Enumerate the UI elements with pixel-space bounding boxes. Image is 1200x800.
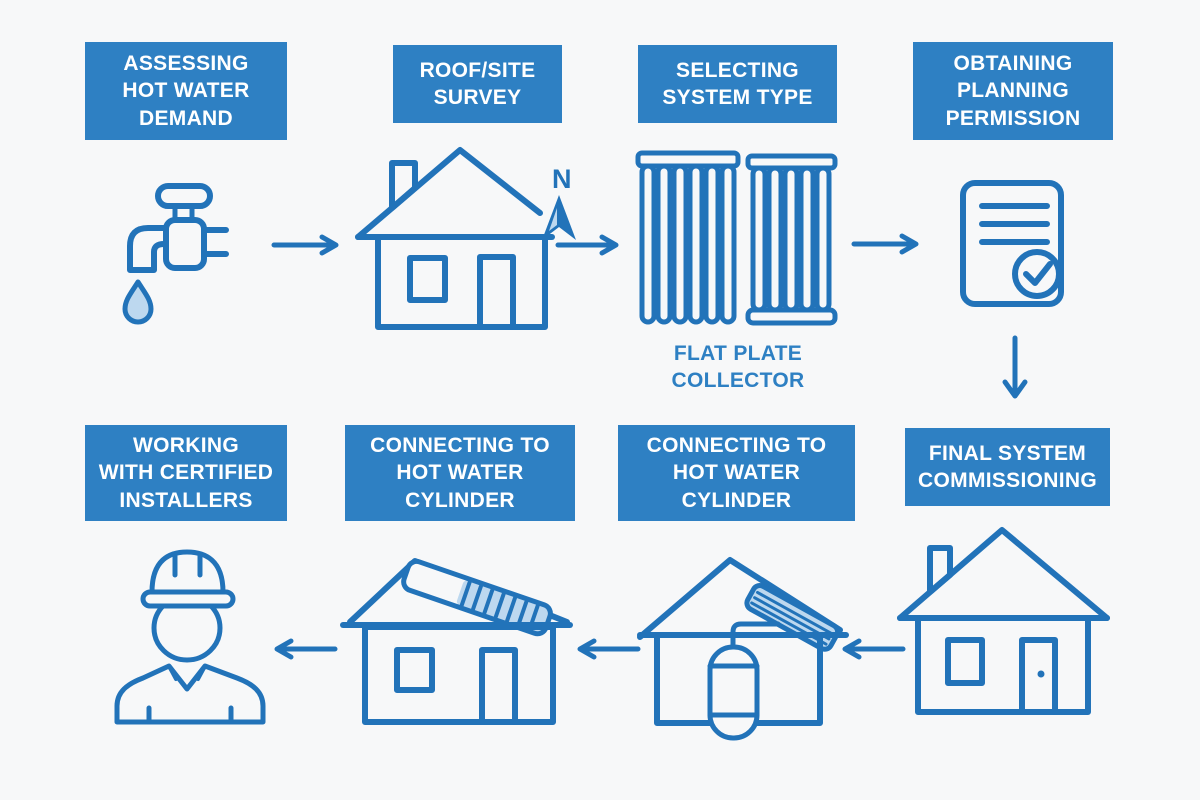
window [394,647,435,693]
torso [114,663,266,725]
planning-document-icon [960,180,1066,308]
roof-solar-panel [401,558,553,637]
hard-hat [149,549,226,595]
house-cylinder-icon [618,545,883,741]
checkmark-circle-icon [1012,249,1062,299]
door-knob [1037,670,1045,678]
water-drop-icon [122,279,154,325]
flow-arrow-right-3 [851,233,922,255]
hot-water-cylinder [707,644,760,741]
step-box-working-with-certified-installers: WORKING WITH CERTIFIED INSTALLERS [85,425,287,521]
flow-arrow-left-2 [576,638,642,660]
step-box-assessing-hot-water-demand: ASSESSING HOT WATER DEMAND [85,42,287,140]
step-box-connecting-to-hot-water-cylinder-1: CONNECTING TO HOT WATER CYLINDER [345,425,575,521]
faucet-icon [118,183,230,326]
flow-arrow-right-1 [271,234,342,256]
house-icon [895,525,1125,720]
step-box-selecting-system-type: SELECTING SYSTEM TYPE [638,45,837,123]
step-box-connecting-to-hot-water-cylinder-2: CONNECTING TO HOT WATER CYLINDER [618,425,855,521]
step-box-roof-site-survey: ROOF/SITE SURVEY [393,45,562,123]
certified-installer-icon [113,548,267,726]
flow-arrow-right-2 [555,234,626,256]
window [407,255,448,303]
flow-arrow-left-1 [841,638,907,660]
compass-north-label: N [552,164,572,194]
step-box-final-system-commissioning: FINAL SYSTEM COMMISSIONING [905,428,1110,506]
house-solar-panel-icon [340,543,576,725]
flow-arrow-down [997,335,1033,406]
collector-pipe [730,621,781,650]
step-box-obtaining-planning-permission: OBTAINING PLANNING PERMISSION [913,42,1113,140]
window [945,637,985,686]
house-survey-icon: N [355,147,620,330]
flat-plate-collector-icon [635,150,838,330]
door [1019,637,1058,715]
door [479,647,518,725]
flat-plate-collector-caption: FLAT PLATE COLLECTOR [671,342,805,393]
flow-arrow-left-3 [273,638,339,660]
door [477,254,516,330]
